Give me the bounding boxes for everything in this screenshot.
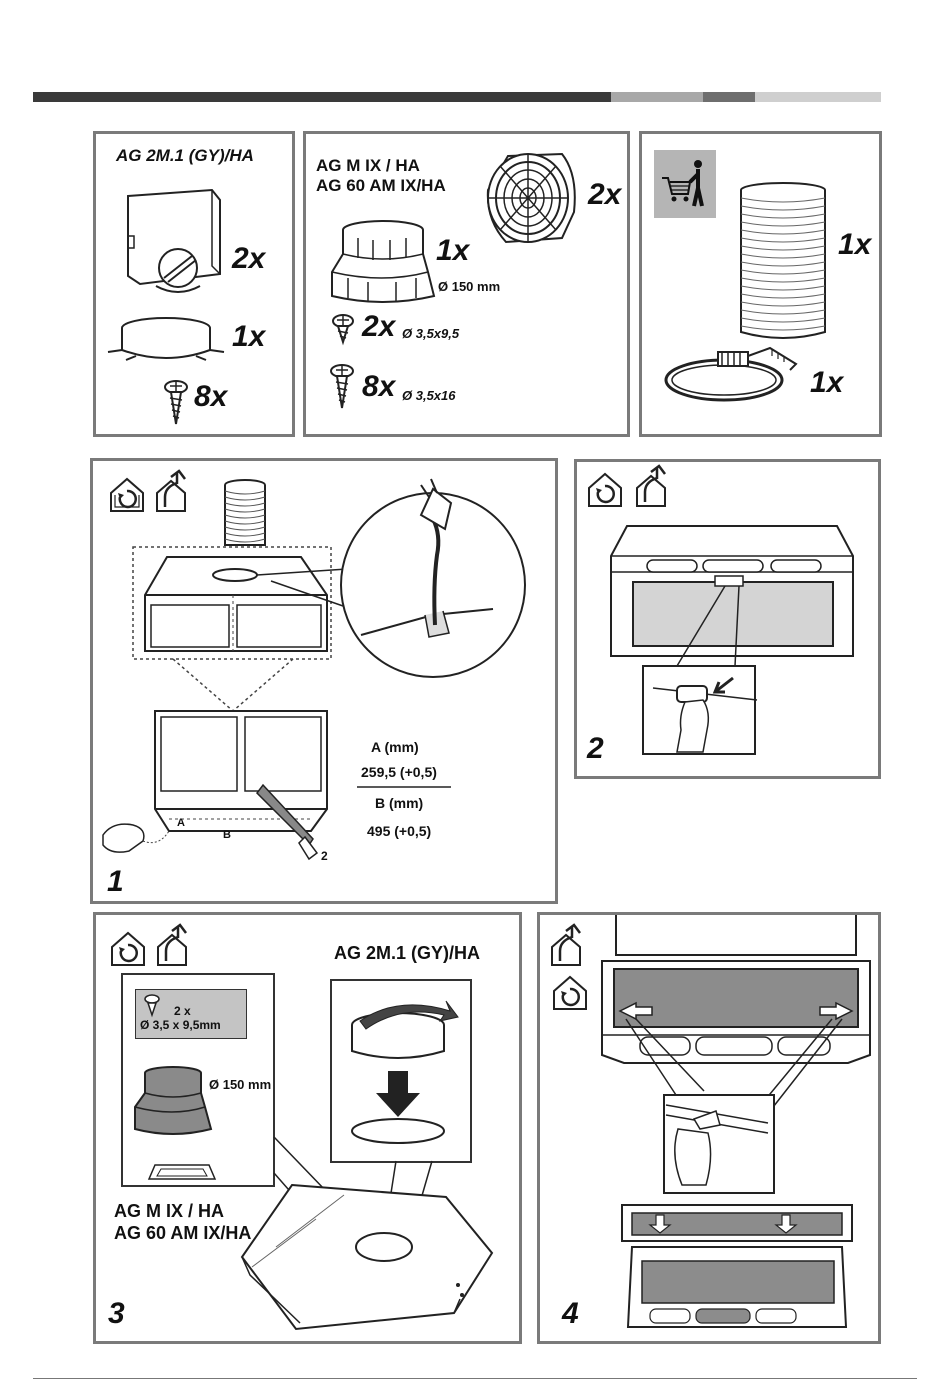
step-3-panel: AG 2M.1 (GY)/HA 2 x Ø 3,5 x 9,5mm Ø 150 … xyxy=(93,912,522,1344)
panel-b-qty-2: 1x xyxy=(436,234,469,268)
header-bar xyxy=(33,92,881,102)
header-bar-light xyxy=(611,92,703,102)
duct-adapter-icon xyxy=(116,186,226,296)
panel-a-qty-1: 2x xyxy=(232,242,265,276)
step-3-model-bottom-1: AG M IX / HA xyxy=(114,1201,224,1222)
hood-installation-drawing xyxy=(133,475,553,885)
flange-ring-icon xyxy=(106,314,226,374)
panel-b-duct-diameter: Ø 150 mm xyxy=(438,279,500,294)
recirculation-mode-icon xyxy=(552,975,588,1011)
dimension-b-value: 495 (+0,5) xyxy=(367,823,431,839)
parts-panel-b: AG M IX / HA AG 60 AM IX/HA 2x 1x Ø 150 … xyxy=(303,131,630,437)
recirculation-mode-icon xyxy=(587,472,623,508)
step-2-number: 2 xyxy=(587,732,604,766)
cut-label-b: B xyxy=(223,829,231,841)
step-4-number: 4 xyxy=(562,1297,579,1331)
shopping-cart-icon xyxy=(660,158,710,210)
panel-a-title: AG 2M.1 (GY)/HA xyxy=(116,146,254,166)
duct-connector-icon xyxy=(328,216,438,306)
extraction-mode-icon xyxy=(550,923,588,967)
step-3-number: 3 xyxy=(108,1297,125,1331)
panel-b-qty-1: 2x xyxy=(588,178,621,212)
optional-accessory-badge xyxy=(654,150,716,218)
carbon-filter-icon xyxy=(478,144,582,248)
extraction-mode-icon xyxy=(635,464,673,508)
hood-grease-filter-drawing xyxy=(596,915,876,1345)
dimension-a-value: 259,5 (+0,5) xyxy=(361,764,437,780)
step-1-panel: A B 2 A (mm) 259,5 (+0,5) B (mm) 495 (+0… xyxy=(90,458,558,904)
panel-b-title-1: AG M IX / HA xyxy=(316,156,420,176)
cut-label-a: A xyxy=(177,817,185,829)
panel-b-qty-3: 2x xyxy=(362,310,395,344)
parts-panel-c: 1x 1x xyxy=(639,131,882,437)
screw-icon xyxy=(164,380,188,426)
header-bar-dark xyxy=(33,92,611,102)
screw-icon-long xyxy=(330,364,354,410)
panel-b-qty-4: 8x xyxy=(362,370,395,404)
flexible-duct-icon xyxy=(738,182,828,342)
step-2-panel: 2 xyxy=(574,459,881,779)
panel-a-qty-3: 8x xyxy=(194,380,227,414)
panel-c-qty-2: 1x xyxy=(810,366,843,400)
dimension-b-label: B (mm) xyxy=(375,795,423,811)
panel-b-title-2: AG 60 AM IX/HA xyxy=(316,176,446,196)
panel-b-screw-size-1: Ø 3,5x9,5 xyxy=(402,326,459,341)
panel-a-qty-2: 1x xyxy=(232,320,265,354)
screw-icon-short xyxy=(332,314,354,344)
step-3-model-bottom-2: AG 60 AM IX/HA xyxy=(114,1223,251,1244)
parts-panel-a: AG 2M.1 (GY)/HA 2x 1x 8x xyxy=(93,131,295,437)
panel-b-screw-size-2: Ø 3,5x16 xyxy=(402,388,456,403)
step-1-number: 1 xyxy=(107,865,124,899)
hose-clamp-icon xyxy=(662,342,802,406)
header-bar-pale xyxy=(755,92,881,102)
hood-body-drawing xyxy=(236,1175,496,1335)
panel-c-qty-1: 1x xyxy=(838,228,871,262)
footer-rule xyxy=(33,1378,917,1379)
step-4-panel: 4 xyxy=(537,912,881,1344)
header-bar-mid xyxy=(703,92,755,102)
saw-label: 2 xyxy=(321,849,328,863)
hood-filter-removal-drawing xyxy=(607,516,857,756)
dimension-a-label: A (mm) xyxy=(371,739,419,755)
